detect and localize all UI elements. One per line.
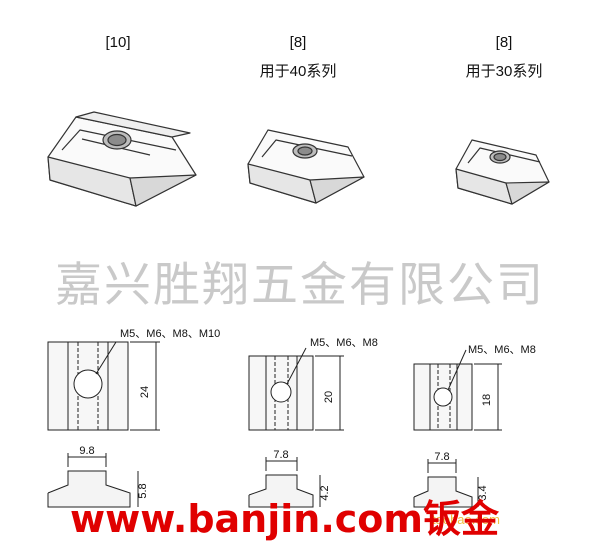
drawing-1-thread-note: M5、M6、M8、M10 [120, 328, 220, 340]
column-2-series: 用于40系列 [259, 63, 337, 80]
drawing-1-top-view [47, 341, 160, 431]
section-drawings: 9.8 7.8 7.8 5.8 4.2 3.4 [47, 445, 489, 508]
drawing-3-width-dim: 7.8 [434, 451, 449, 463]
drawing-2-thread-note: M5、M6、M8 [310, 337, 378, 349]
drawing-3-top-view [413, 349, 502, 431]
drawing-2-height-dim: 20 [323, 391, 335, 403]
drawing-2-section [248, 457, 321, 508]
drawing-1-side-dim: 5.8 [137, 483, 149, 498]
column-1-code: [10] [105, 34, 131, 51]
drawing-2-side-dim: 4.2 [319, 485, 331, 500]
top-view-drawings: M5、M6、M8、M10 M5、M6、M8 M5、M6、M8 24 20 18 [47, 328, 536, 431]
drawing-1-height-dim: 24 [139, 386, 151, 398]
column-2-code: [8] [289, 34, 307, 51]
drawing-2-width-dim: 7.8 [273, 449, 288, 461]
tnut-small-iso [455, 139, 550, 205]
site-banner: www.banjin.com钣金 [70, 497, 499, 541]
isometric-drawings [47, 111, 550, 207]
drawing-1-section [47, 453, 139, 508]
drawing-3-thread-note: M5、M6、M8 [468, 344, 536, 356]
tiny-watermark: taobao.com [432, 512, 500, 527]
drawing-3-side-dim: 3.4 [477, 485, 489, 500]
drawing-3-section [413, 459, 479, 508]
tnut-medium-iso [247, 129, 365, 204]
drawing-1-width-dim: 9.8 [79, 445, 94, 457]
column-3-series: 用于30系列 [465, 63, 543, 80]
drawing-3-height-dim: 18 [481, 394, 493, 406]
tnut-large-iso [47, 111, 197, 207]
column-3-code: [8] [495, 34, 513, 51]
drawing-2-top-view [248, 347, 344, 431]
company-watermark: 嘉兴胜翔五金有限公司 [55, 258, 545, 313]
